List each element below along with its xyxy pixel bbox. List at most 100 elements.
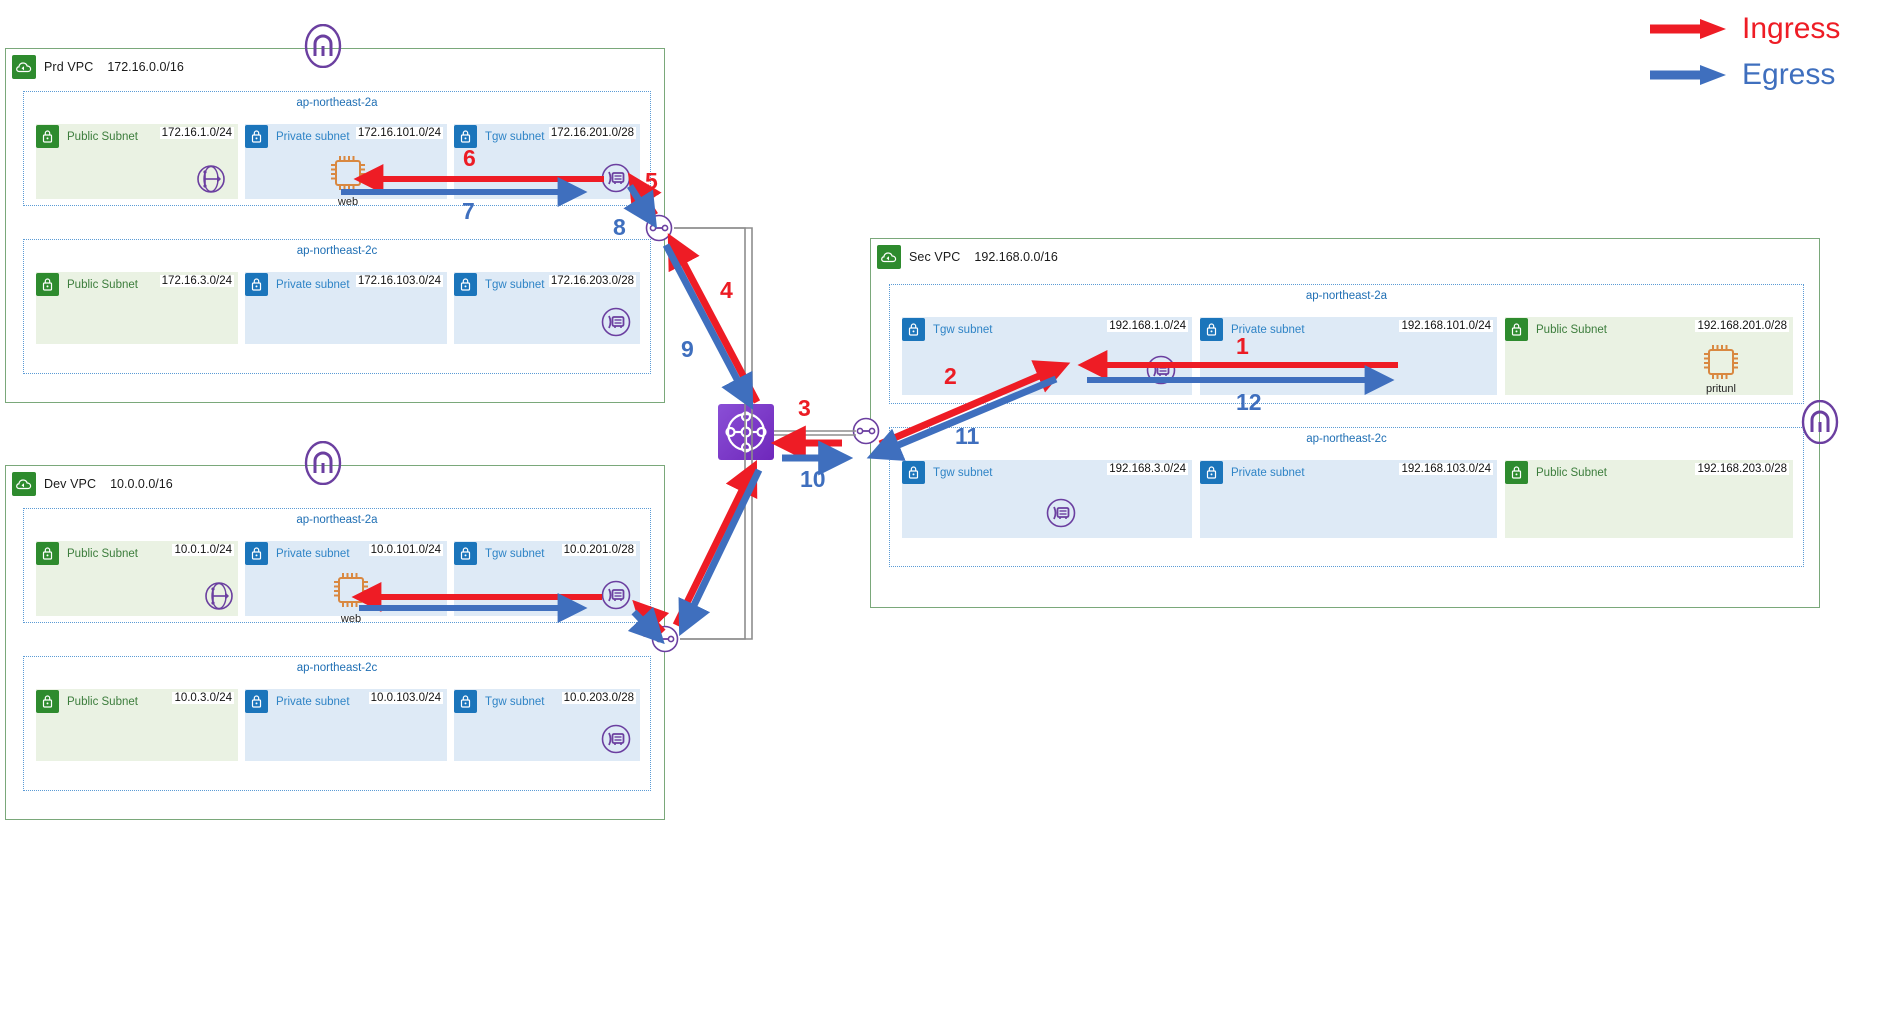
tgw-attachment-node-dev-icon[interactable] (650, 624, 680, 654)
lock-icon (245, 542, 268, 565)
lock-icon (245, 125, 268, 148)
az-prd-2a-label: ap-northeast-2a (296, 97, 378, 109)
subnet-sec-2a-public[interactable]: Public Subnet 192.168.201.0/28 pritunl (1505, 317, 1793, 395)
subnet-title: Tgw subnet (485, 278, 545, 291)
ec2-instance-icon (1700, 341, 1742, 383)
subnet-cidr: 10.0.1.0/24 (172, 544, 234, 556)
transit-gateway-icon[interactable] (718, 404, 774, 460)
lock-icon (454, 125, 477, 148)
tgw-attachment-node-prd-icon[interactable] (644, 213, 674, 243)
lock-icon (36, 125, 59, 148)
vpc-cloud-icon (877, 245, 901, 269)
flow-step-6: 6 (463, 145, 476, 171)
az-sec-2c: ap-northeast-2c Tgw subnet 192.168.3.0/2… (889, 427, 1804, 567)
vpc-dev[interactable]: Dev VPC 10.0.0.0/16 ap-northeast-2a Publ… (5, 465, 665, 820)
subnet-sec-2c-tgw[interactable]: Tgw subnet 192.168.3.0/24 (902, 460, 1192, 538)
subnet-sec-2c-public[interactable]: Public Subnet 192.168.203.0/28 (1505, 460, 1793, 538)
legend-label-ingress: Ingress (1742, 12, 1841, 45)
subnet-cidr: 10.0.201.0/28 (561, 544, 636, 556)
tgw-attachment-icon (600, 306, 632, 338)
resource-label: web (340, 613, 362, 625)
vpc-prd[interactable]: Prd VPC 172.16.0.0/16 ap-northeast-2a Pu… (5, 48, 665, 403)
subnet-cidr: 192.168.101.0/24 (1399, 320, 1493, 332)
lock-icon (902, 318, 925, 341)
az-sec-2a-label: ap-northeast-2a (1305, 290, 1388, 302)
subnet-dev-2c-tgw[interactable]: Tgw subnet 10.0.203.0/28 (454, 689, 640, 761)
subnet-dev-2a-public[interactable]: Public Subnet 10.0.1.0/24 (36, 541, 238, 616)
legend: Ingress Egress (1648, 6, 1840, 98)
vpc-sec-cidr: 192.168.0.0/16 (974, 250, 1058, 264)
vpc-sec-name: Sec VPC (909, 250, 961, 264)
flow-step-3: 3 (798, 395, 811, 421)
subnet-title: Public Subnet (67, 130, 138, 143)
subnet-dev-2a-private[interactable]: Private subnet 10.0.101.0/24 web (245, 541, 447, 625)
legend-item-ingress: Ingress (1648, 6, 1840, 52)
subnet-cidr: 172.16.103.0/24 (355, 275, 443, 287)
subnet-cidr: 192.168.103.0/24 (1399, 463, 1493, 475)
subnet-title: Tgw subnet (485, 130, 545, 143)
vpc-sec[interactable]: Sec VPC 192.168.0.0/16 ap-northeast-2a T… (870, 238, 1820, 608)
vpc-prd-name: Prd VPC (44, 60, 94, 74)
subnet-prd-2a-tgw[interactable]: Tgw subnet 172.16.201.0/28 (454, 124, 640, 199)
flow-step-12: 12 (1236, 389, 1262, 415)
subnet-dev-2c-public[interactable]: Public Subnet 10.0.3.0/24 (36, 689, 238, 761)
resource-label: web (337, 196, 359, 208)
flow-step-8: 8 (613, 214, 626, 240)
subnet-title: Private subnet (1231, 466, 1305, 479)
subnet-dev-2c-private[interactable]: Private subnet 10.0.103.0/24 (245, 689, 447, 761)
subnet-title: Public Subnet (67, 695, 138, 708)
internet-gateway-icon[interactable] (303, 441, 343, 485)
lock-icon (454, 273, 477, 296)
subnet-cidr: 172.16.3.0/24 (159, 275, 234, 287)
subnet-title: Private subnet (276, 695, 350, 708)
tgw-attachment-icon (1145, 354, 1177, 386)
subnet-dev-2a-tgw[interactable]: Tgw subnet 10.0.201.0/28 (454, 541, 640, 616)
tgw-attachment-icon (600, 162, 632, 194)
subnet-title: Private subnet (276, 130, 350, 143)
subnet-title: Private subnet (276, 547, 350, 560)
nat-gateway-icon (196, 164, 226, 194)
subnet-prd-2c-public[interactable]: Public Subnet 172.16.3.0/24 (36, 272, 238, 344)
subnet-title: Tgw subnet (933, 323, 993, 336)
subnet-cidr: 10.0.203.0/28 (561, 692, 636, 704)
flow-step-4: 4 (720, 277, 733, 303)
subnet-title: Private subnet (276, 278, 350, 291)
arrow-right-icon (1650, 65, 1726, 85)
vpc-prd-header: Prd VPC 172.16.0.0/16 (12, 55, 184, 79)
lock-icon (1505, 318, 1528, 341)
vpc-sec-header: Sec VPC 192.168.0.0/16 (877, 245, 1058, 269)
subnet-title: Tgw subnet (933, 466, 993, 479)
lock-icon (902, 461, 925, 484)
subnet-prd-2c-private[interactable]: Private subnet 172.16.103.0/24 (245, 272, 447, 344)
subnet-prd-2a-public[interactable]: Public Subnet 172.16.1.0/24 (36, 124, 238, 199)
subnet-cidr: 192.168.3.0/24 (1107, 463, 1188, 475)
lock-icon (36, 542, 59, 565)
subnet-prd-2a-private[interactable]: Private subnet 172.16.101.0/24 web (245, 124, 447, 208)
legend-item-egress: Egress (1648, 52, 1840, 98)
subnet-title: Private subnet (1231, 323, 1305, 336)
lock-icon (1200, 318, 1223, 341)
lock-icon (1200, 461, 1223, 484)
lock-icon (454, 690, 477, 713)
subnet-sec-2c-private[interactable]: Private subnet 192.168.103.0/24 (1200, 460, 1497, 538)
az-dev-2c: ap-northeast-2c Public Subnet 10.0.3.0/2… (23, 656, 651, 791)
lock-icon (36, 690, 59, 713)
subnet-title: Tgw subnet (485, 547, 545, 560)
subnet-cidr: 10.0.3.0/24 (172, 692, 234, 704)
arrow-right-icon (1650, 19, 1726, 39)
internet-gateway-icon[interactable] (1800, 400, 1840, 444)
subnet-prd-2c-tgw[interactable]: Tgw subnet 172.16.203.0/28 (454, 272, 640, 344)
az-prd-2c-label: ap-northeast-2c (296, 245, 378, 257)
lock-icon (1505, 461, 1528, 484)
subnet-title: Public Subnet (67, 547, 138, 560)
vpc-dev-name: Dev VPC (44, 477, 97, 491)
az-dev-2a-label: ap-northeast-2a (296, 514, 378, 526)
flow-step-2: 2 (944, 363, 957, 389)
subnet-cidr: 172.16.203.0/28 (548, 275, 636, 287)
internet-gateway-icon[interactable] (303, 24, 343, 68)
vpc-dev-cidr: 10.0.0.0/16 (110, 477, 173, 491)
az-sec-2c-label: ap-northeast-2c (1306, 433, 1387, 445)
tgw-attachment-node-sec-icon[interactable] (851, 416, 881, 446)
vpc-dev-header: Dev VPC 10.0.0.0/16 (12, 472, 173, 496)
subnet-title: Public Subnet (1536, 466, 1607, 479)
